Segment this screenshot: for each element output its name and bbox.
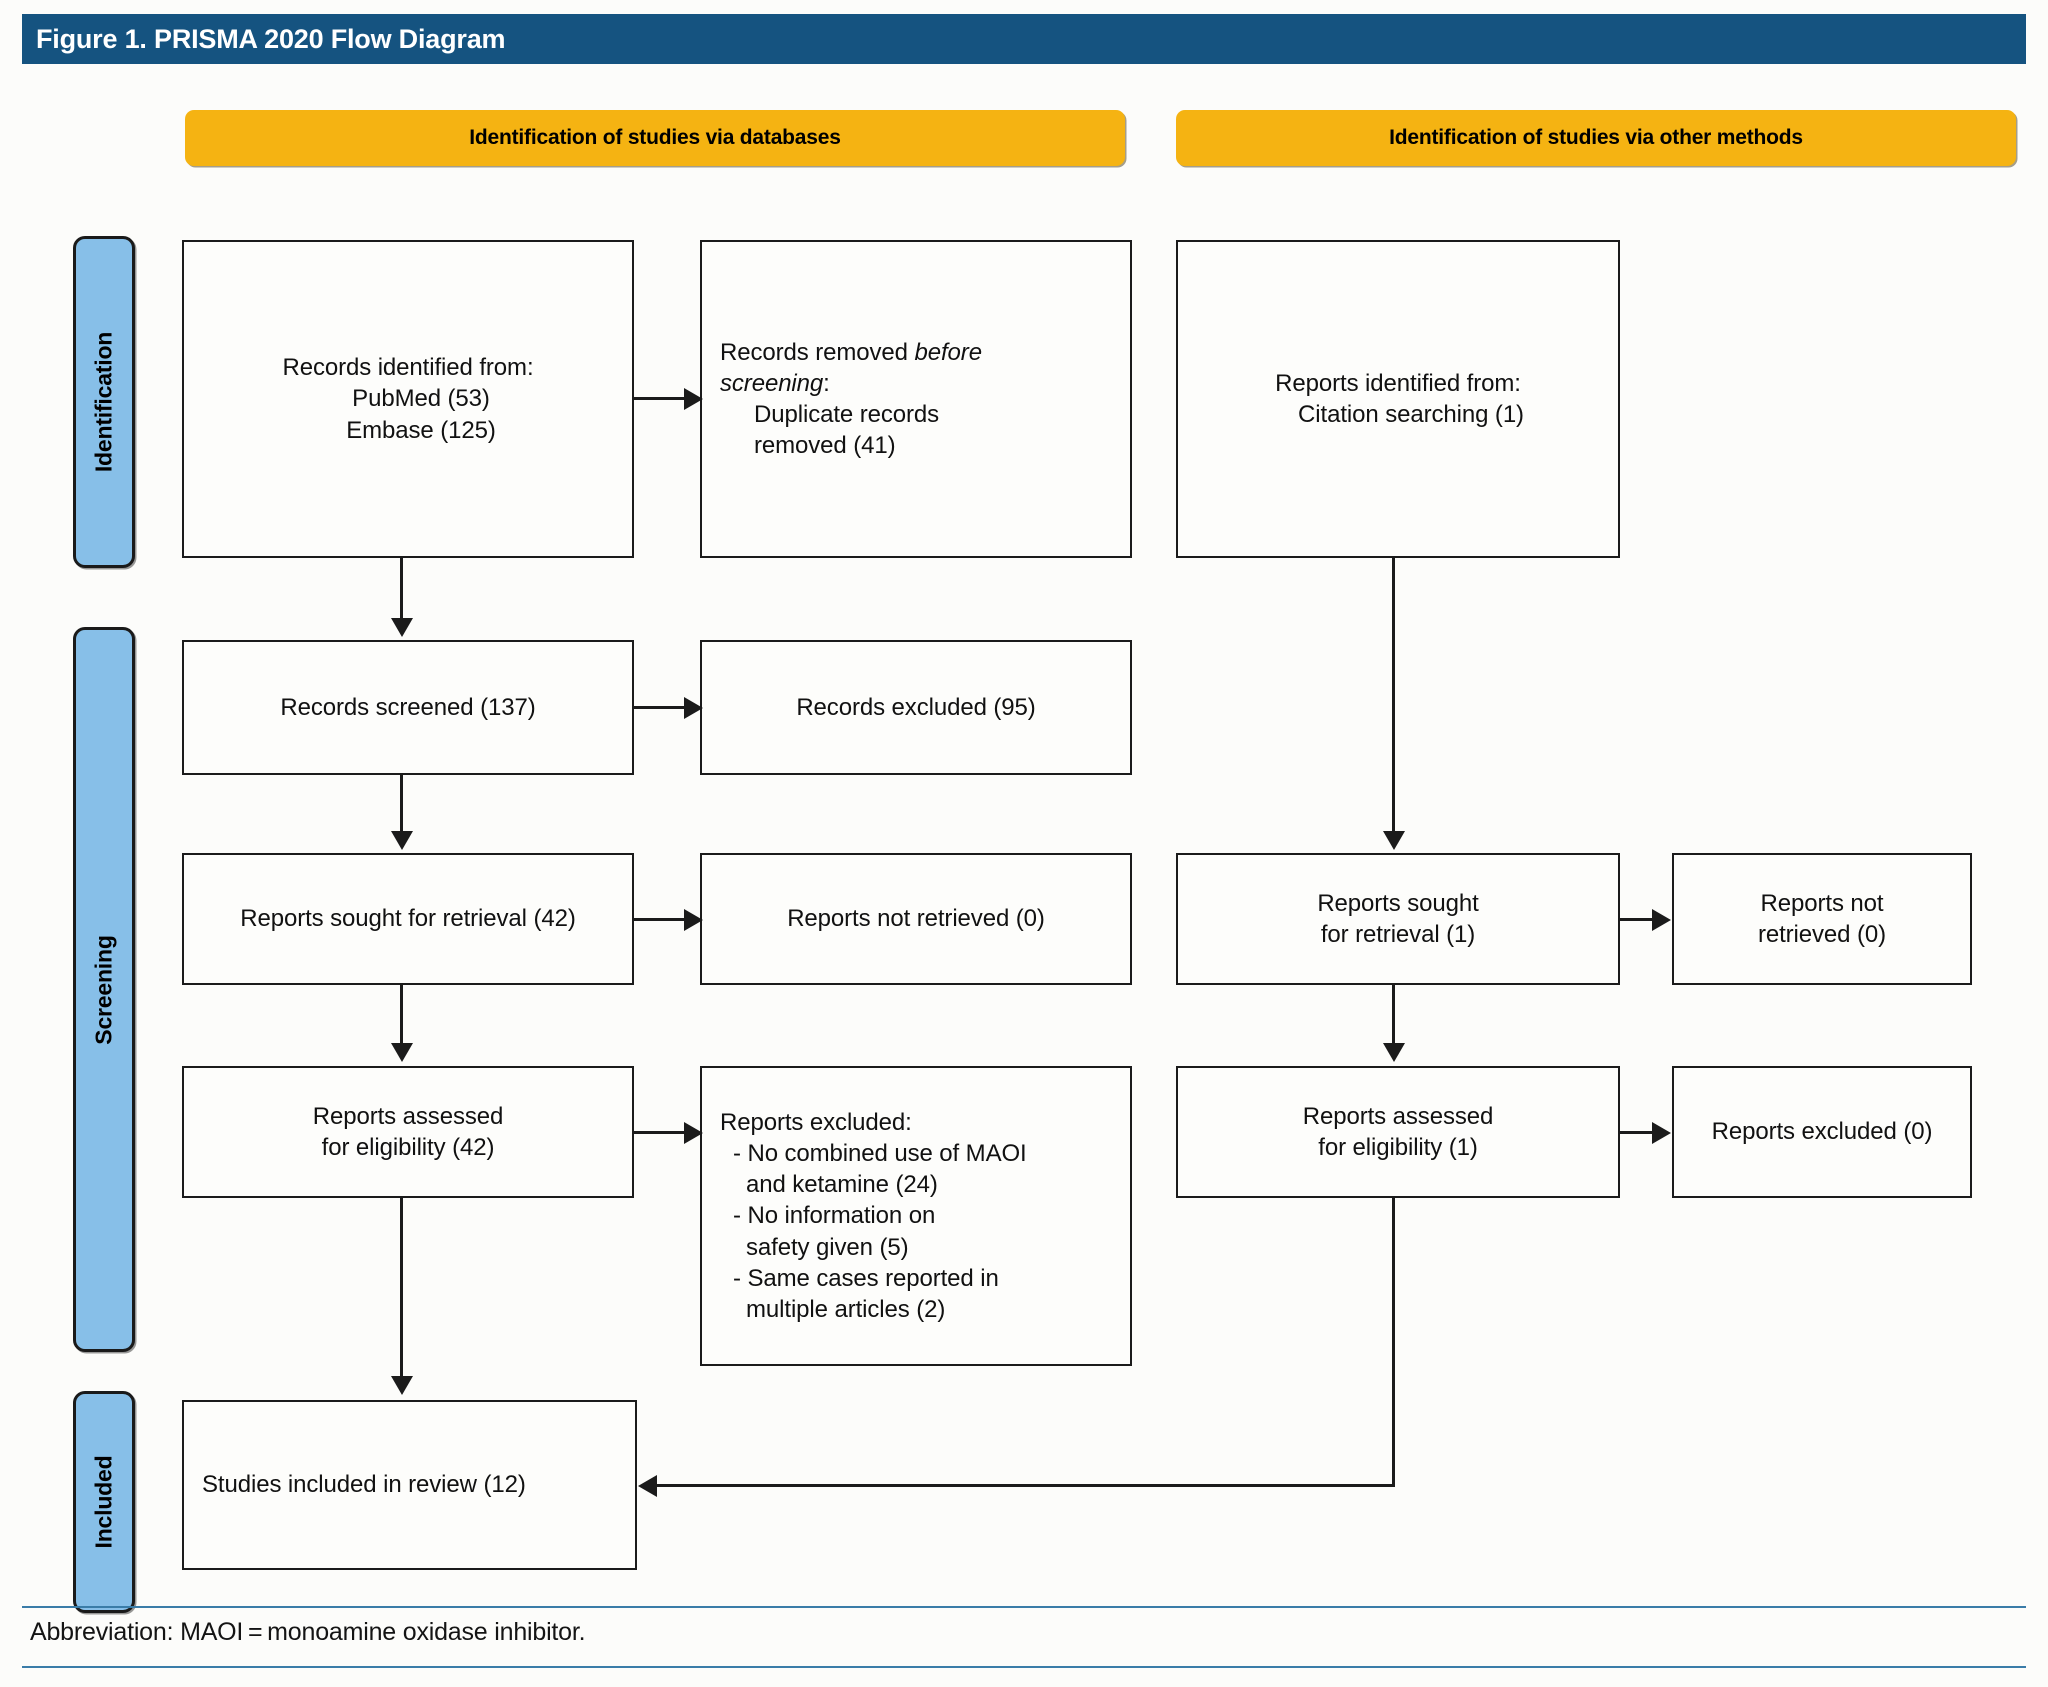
connector-reports-identified-to-sought (1392, 558, 1395, 833)
stage-label-identification: Identification (73, 236, 135, 568)
box-records-excluded: Records excluded (95) (700, 640, 1132, 775)
reports-sought-text: Reports sought for retrieval (42) (240, 905, 576, 933)
stage-label-screening-text: Screening (90, 934, 117, 1045)
stage-label-identification-text: Identification (90, 331, 117, 473)
connector-assessed-other-down (1392, 1198, 1395, 1487)
figure-title: Figure 1. PRISMA 2020 Flow Diagram (36, 23, 506, 54)
arrow-screened-to-excluded (684, 697, 703, 719)
reports-excluded-reason-3b: multiple articles (2) (746, 1295, 946, 1323)
footnote-rule-top (22, 1606, 2026, 1608)
reports-sought-other-line1: Reports sought (1317, 889, 1479, 917)
connector-identified-to-screened (400, 558, 403, 620)
reports-excluded-reason-1a: - No combined use of MAOI (733, 1140, 1027, 1168)
section-header-databases: Identification of studies via databases (185, 110, 1125, 166)
arrow-assessed-to-excluded-list (684, 1122, 703, 1144)
box-reports-sought-for-retrieval: Reports sought for retrieval (42) (182, 853, 634, 985)
reports-not-retrieved-other-line2: retrieved (0) (1757, 921, 1887, 948)
arrow-identified-to-removed (684, 388, 703, 410)
records-excluded-text: Records excluded (95) (796, 693, 1036, 721)
reports-assessed-line1: Reports assessed (312, 1102, 504, 1130)
box-reports-assessed-for-eligibility: Reports assessed for eligibility (42) (182, 1066, 634, 1198)
box-reports-excluded-other: Reports excluded (0) (1672, 1066, 1972, 1198)
records-removed-line2b: : (823, 369, 830, 397)
reports-not-retrieved-other-line1: Reports not (1760, 889, 1884, 917)
records-removed-line1a: Records removed (720, 338, 915, 366)
records-screened-text: Records screened (137) (280, 693, 536, 721)
box-reports-excluded-reasons: Reports excluded: - No combined use of M… (700, 1066, 1132, 1366)
reports-excluded-reason-2b: safety given (5) (746, 1233, 909, 1261)
connector-assessed-to-excluded-list (634, 1131, 686, 1134)
arrow-screened-to-sought (391, 831, 413, 850)
stage-label-included: Included (73, 1391, 135, 1613)
reports-assessed-other-line1: Reports assessed (1302, 1102, 1494, 1130)
box-studies-included-in-review: Studies included in review (12) (182, 1400, 637, 1570)
box-records-identified: Records identified from: PubMed (53) Emb… (182, 240, 634, 558)
connector-sought-other-to-not-retrieved-other (1620, 918, 1654, 921)
footnote-abbreviation: Abbreviation: MAOI = monoamine oxidase i… (30, 1618, 586, 1646)
studies-included-text: Studies included in review (12) (202, 1471, 526, 1499)
connector-assessed-other-to-excluded-other (1620, 1131, 1654, 1134)
arrow-sought-other-to-assessed-other (1383, 1043, 1405, 1062)
reports-not-retrieved-text: Reports not retrieved (0) (787, 905, 1045, 933)
reports-excluded-other-text: Reports excluded (0) (1711, 1118, 1933, 1146)
records-identified-pubmed: PubMed (53) (352, 385, 490, 413)
connector-sought-to-assessed (400, 985, 403, 1043)
reports-identified-line2: Citation searching (1) (1298, 401, 1524, 428)
reports-excluded-heading: Reports excluded: (720, 1108, 912, 1136)
arrow-identified-to-screened (391, 618, 413, 637)
reports-excluded-reason-1b: and ketamine (24) (746, 1171, 938, 1199)
figure-title-bar: Figure 1. PRISMA 2020 Flow Diagram (22, 14, 2026, 64)
connector-sought-other-to-assessed-other (1392, 985, 1395, 1043)
box-reports-assessed-for-eligibility-other: Reports assessed for eligibility (1) (1176, 1066, 1620, 1198)
connector-screened-to-excluded (634, 706, 686, 709)
box-reports-sought-for-retrieval-other: Reports sought for retrieval (1) (1176, 853, 1620, 985)
arrow-sought-to-assessed (391, 1043, 413, 1062)
records-removed-line2a: screening (720, 369, 824, 397)
stage-label-included-text: Included (90, 1455, 117, 1549)
connector-assessed-other-to-included (657, 1484, 1395, 1487)
connector-sought-to-not-retrieved (634, 918, 686, 921)
connector-assessed-to-included (400, 1198, 403, 1378)
reports-excluded-reason-2a: - No information on (733, 1202, 936, 1230)
arrow-reports-identified-to-sought (1383, 831, 1405, 850)
box-reports-not-retrieved: Reports not retrieved (0) (700, 853, 1132, 985)
arrow-assessed-other-to-excluded-other (1652, 1122, 1671, 1144)
box-reports-identified-citation: Reports identified from: Citation search… (1176, 240, 1620, 558)
arrow-assessed-other-to-included (638, 1475, 657, 1497)
records-removed-duplicate-line2: removed (41) (754, 432, 896, 460)
reports-sought-other-line2: for retrieval (1) (1320, 921, 1476, 948)
reports-assessed-line2: for eligibility (42) (321, 1134, 495, 1161)
arrow-sought-other-to-not-retrieved-other (1652, 909, 1671, 931)
arrow-sought-to-not-retrieved (684, 909, 703, 931)
records-identified-line1: Records identified from: (282, 354, 534, 382)
connector-identified-to-removed (634, 397, 686, 400)
arrow-assessed-to-included (391, 1376, 413, 1395)
records-identified-embase: Embase (125) (346, 416, 496, 444)
stage-label-screening: Screening (73, 627, 135, 1352)
section-header-other-methods: Identification of studies via other meth… (1176, 110, 2016, 166)
box-reports-not-retrieved-other: Reports not retrieved (0) (1672, 853, 1972, 985)
box-records-screened: Records screened (137) (182, 640, 634, 775)
connector-screened-to-sought (400, 775, 403, 833)
box-records-removed-before-screening: Records removed before screening: Duplic… (700, 240, 1132, 558)
footnote-rule-bottom (22, 1666, 2026, 1668)
reports-assessed-other-line2: for eligibility (1) (1318, 1134, 1478, 1161)
records-removed-duplicate-line1: Duplicate records (754, 401, 940, 428)
reports-excluded-reason-3a: - Same cases reported in (733, 1264, 999, 1292)
records-removed-line1b: before (914, 338, 982, 366)
reports-identified-line1: Reports identified from: (1275, 369, 1521, 397)
